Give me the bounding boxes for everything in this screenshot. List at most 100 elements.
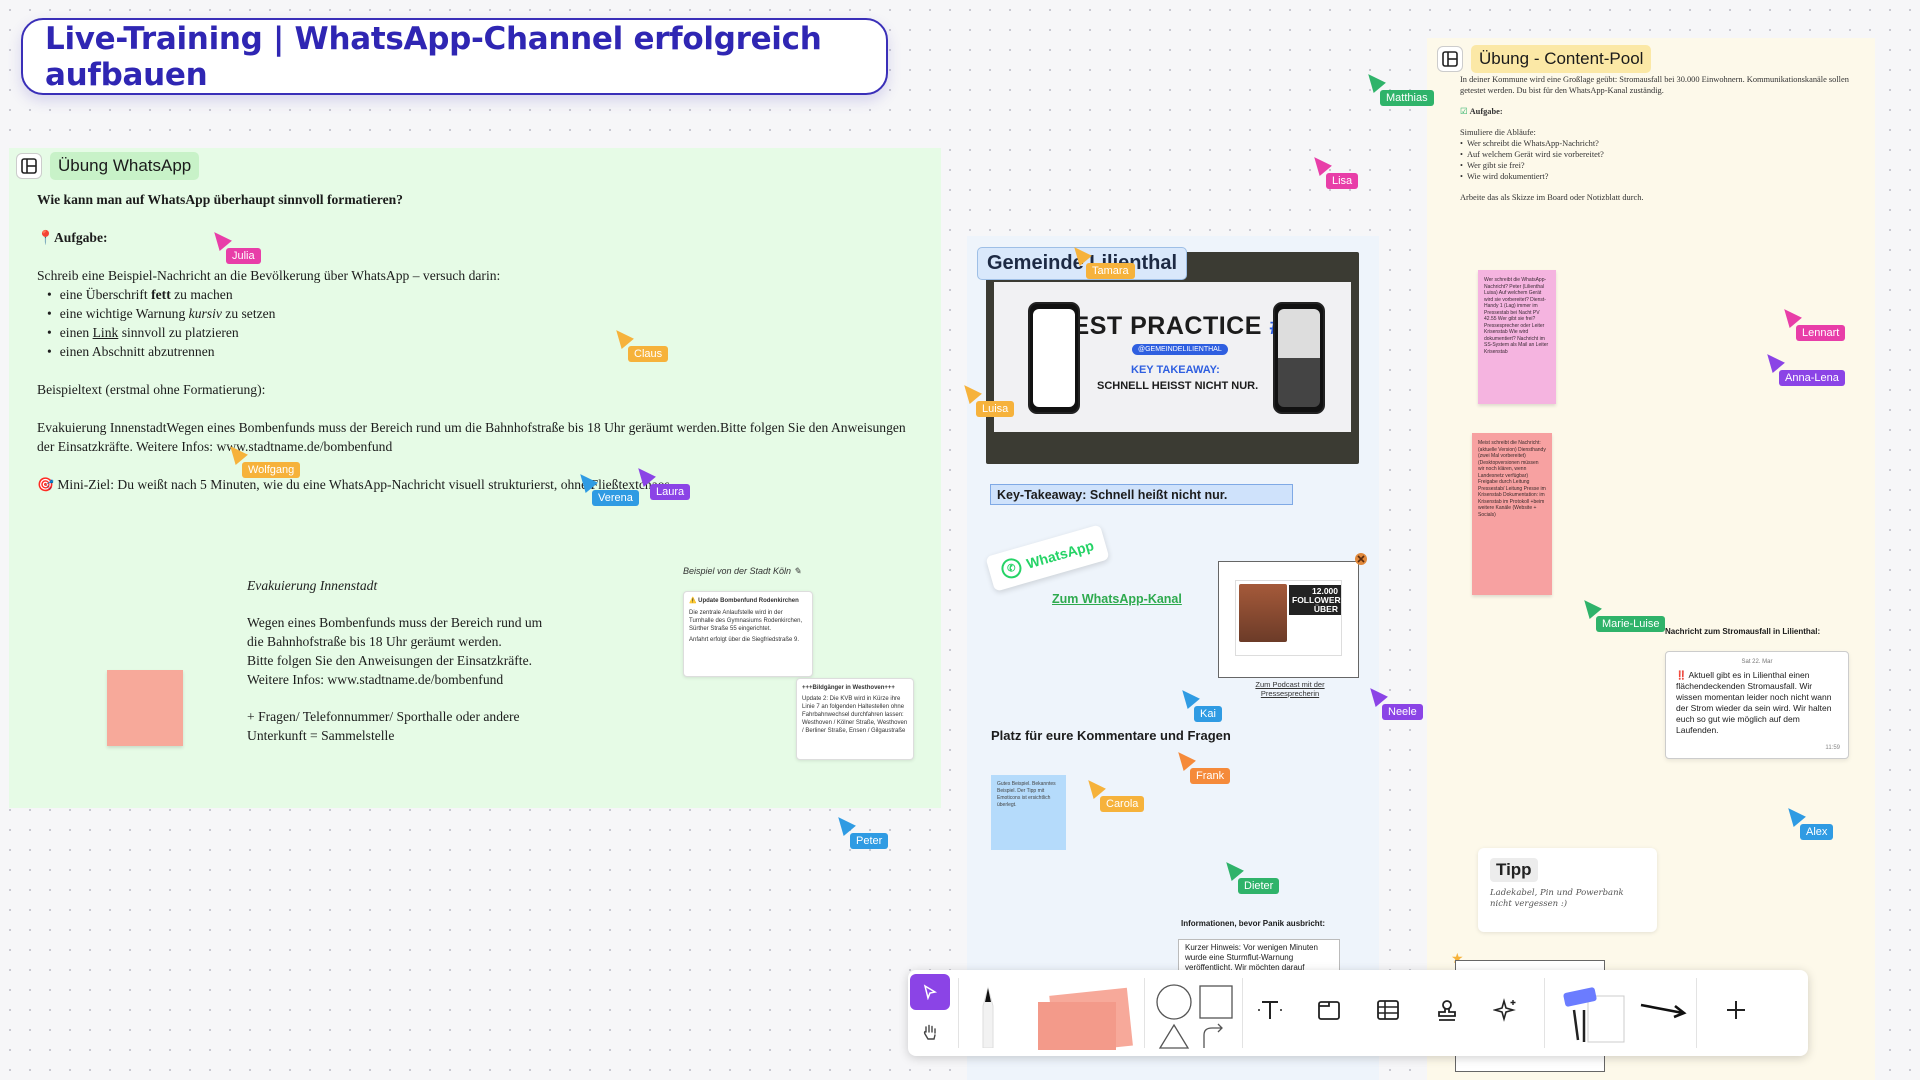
target-icon: 🎯	[37, 477, 54, 492]
example-label: Beispieltext (erstmal ohne Formatierung)…	[37, 382, 266, 397]
storm-title: Nachricht zum Stromausfall in Lilienthal…	[1665, 627, 1821, 636]
separator	[1144, 978, 1145, 1048]
example-line-5: + Fragen/ Telefonnummer/ Sporthalle oder…	[247, 709, 520, 724]
hand-tool[interactable]	[910, 1014, 950, 1050]
sticky-note-icon	[1038, 987, 1133, 1050]
content-pool-text[interactable]: In deiner Kommune wird eine Großlage geü…	[1460, 74, 1860, 213]
koeln-card-1[interactable]: ⚠️ Update Bombenfund Rodenkirchen Die ze…	[683, 591, 813, 677]
example-line-3: Bitte folgen Sie den Anweisungen der Ein…	[247, 653, 533, 668]
frame-icon	[1318, 1001, 1340, 1020]
ai-tool[interactable]	[1486, 990, 1526, 1030]
shapes-tool[interactable]	[1152, 980, 1238, 1050]
question-list: Wer schreibt die WhatsApp-Nachricht? Auf…	[1460, 138, 1860, 182]
example-line-4: Weitere Infos: www.stadtname.de/bombenfu…	[247, 672, 504, 687]
cursor-label: Kai	[1194, 706, 1222, 722]
stamp-icon	[1438, 1000, 1456, 1021]
cursor-label: Anna-Lena	[1779, 370, 1845, 386]
cursor-label: Dieter	[1238, 878, 1280, 894]
closing-text: Arbeite das als Skizze im Board oder Not…	[1460, 193, 1644, 202]
pointer-icon	[923, 984, 938, 1000]
separator	[958, 978, 959, 1048]
best-practice-image[interactable]: BEST PRACTICE #1 @GEMEINDELILIENTHAL KEY…	[986, 252, 1359, 464]
podcast-photo	[1239, 584, 1287, 642]
pen-icon	[982, 986, 994, 1048]
cursor-label: Laura	[650, 484, 691, 500]
cursor-label: Lennart	[1796, 325, 1846, 341]
cursor-label: Peter	[850, 833, 889, 849]
plus-icon	[1727, 1001, 1745, 1019]
frame-label-right[interactable]: Übung - Content-Pool	[1437, 45, 1652, 73]
separator	[1696, 978, 1697, 1048]
scenario-text: In deiner Kommune wird eine Großlage geü…	[1460, 75, 1849, 95]
koeln-caption[interactable]: Beispiel von der Stadt Köln ✎	[683, 566, 802, 576]
task-bullets: eine Überschrift fett zu machen eine wic…	[47, 285, 907, 361]
stamp-tool[interactable]	[1427, 990, 1467, 1030]
sticky-note-tool[interactable]	[1028, 984, 1138, 1050]
hand-icon	[923, 1024, 936, 1040]
checkbox-icon: ☑	[1460, 107, 1468, 116]
frame-label-left[interactable]: Übung WhatsApp	[16, 152, 200, 180]
cursor-label: Claus	[628, 346, 669, 362]
sticky-note-pink[interactable]: Wer schreibt die WhatsApp-Nachricht? Pet…	[1478, 270, 1556, 404]
task-label: Aufgabe:	[1469, 107, 1503, 116]
bp-subline: SCHNELL HEISST NICHT NUR.	[1097, 380, 1259, 392]
example-answer-block[interactable]: Evakuierung Innenstadt Wegen eines Bombe…	[247, 576, 607, 763]
podcast-thumbnail: 12.000 FOLLOWER ÜBER NACHT	[1235, 580, 1342, 656]
storm-message-card[interactable]: Sat 22. Mar ‼️ Aktuell gibt es in Lilien…	[1665, 651, 1849, 759]
phone-mockup-right	[1273, 302, 1325, 414]
storm-text: ‼️ Aktuell gibt es in Lilienthal einen f…	[1676, 670, 1832, 735]
text-tool[interactable]	[1250, 990, 1290, 1030]
bullet-bold: eine Überschrift fett zu machen	[47, 285, 907, 304]
example-line-2: die Bahnhofstraße bis 18 Uhr geräumt wer…	[247, 634, 502, 649]
text-icon	[1258, 1001, 1282, 1019]
key-takeaway-bar[interactable]: Key-Takeaway: Schnell heißt nicht nur.	[990, 484, 1293, 505]
connector-tool[interactable]	[1638, 990, 1688, 1030]
sticky-note-salmon[interactable]	[107, 670, 183, 746]
board-title[interactable]: Live-Training | WhatsApp-Channel erfolgr…	[21, 18, 888, 95]
frame-name: Übung - Content-Pool	[1471, 45, 1652, 73]
bp-key-takeaway: KEY TAKEAWAY:	[1131, 364, 1220, 376]
storm-date: Sat 22. Mar	[1741, 659, 1773, 665]
sticky-note-rose[interactable]: Meist schreibt die Nachricht: (aktuelle …	[1472, 433, 1552, 595]
frame-icon	[1437, 46, 1463, 72]
cursor-label: Julia	[226, 248, 261, 264]
table-tool[interactable]	[1368, 990, 1408, 1030]
add-tool[interactable]	[1716, 990, 1756, 1030]
exercise-text[interactable]: Wie kann man auf WhatsApp überhaupt sinn…	[37, 190, 907, 513]
bp-title: BEST PRACTICE #1	[1054, 312, 1298, 340]
koeln-card-2[interactable]: +++Bildgänger in Westhoven+++ Update 2: …	[796, 678, 914, 760]
tipp-card[interactable]: Tipp Ladekabel, Pin und Powerbank nicht …	[1478, 848, 1657, 932]
koeln-card-1-head: ⚠️ Update Bombenfund Rodenkirchen	[689, 598, 799, 604]
frame-tool[interactable]	[1309, 990, 1349, 1030]
template-icon	[1563, 987, 1625, 1043]
tipp-label: Tipp	[1490, 858, 1538, 882]
pen-tool[interactable]	[968, 982, 1008, 1048]
whatsapp-channel-link[interactable]: Zum WhatsApp-Kanal	[1052, 592, 1182, 606]
cursor-label: Luisa	[976, 401, 1015, 417]
pin-icon: 📍	[37, 230, 54, 245]
frame-name: Übung WhatsApp	[50, 152, 200, 180]
sticky-note-blue[interactable]: Gutes Beispiel. Bekanntes Beispiel. Der …	[991, 775, 1066, 850]
koeln-card-2-head: +++Bildgänger in Westhoven+++	[802, 685, 895, 691]
cursor-label: Neele	[1382, 704, 1423, 720]
gemeinde-label[interactable]: Gemeinde Lilienthal	[977, 247, 1188, 280]
shapes-icon	[1156, 984, 1233, 1049]
phone-mockup-left	[1028, 302, 1080, 414]
cursor-label: Carola	[1100, 796, 1145, 812]
task-label: Aufgabe:	[53, 230, 108, 245]
arrow-icon	[1640, 1003, 1687, 1019]
podcast-card[interactable]: 12.000 FOLLOWER ÜBER NACHT	[1218, 561, 1359, 678]
bullet-link: einen Link sinnvoll zu platzieren	[47, 323, 907, 342]
storm-time: 11:59	[1825, 745, 1840, 751]
comments-heading: Platz für eure Kommentare und Fragen	[991, 728, 1231, 743]
example-text: Evakuierung InnenstadtWegen eines Bomben…	[37, 420, 906, 454]
board-title-text: Live-Training | WhatsApp-Channel erfolgr…	[45, 20, 822, 93]
separator	[1242, 978, 1243, 1048]
podcast-link[interactable]: Zum Podcast mit der Pressesprecherin	[1255, 680, 1325, 698]
exercise-question: Wie kann man auf WhatsApp überhaupt sinn…	[37, 192, 403, 207]
select-tool[interactable]	[910, 974, 950, 1010]
cursor-label: Lisa	[1326, 173, 1359, 189]
example-heading: Evakuierung Innenstadt	[247, 578, 378, 593]
frame-icon	[16, 153, 42, 179]
template-tool[interactable]	[1558, 980, 1628, 1050]
